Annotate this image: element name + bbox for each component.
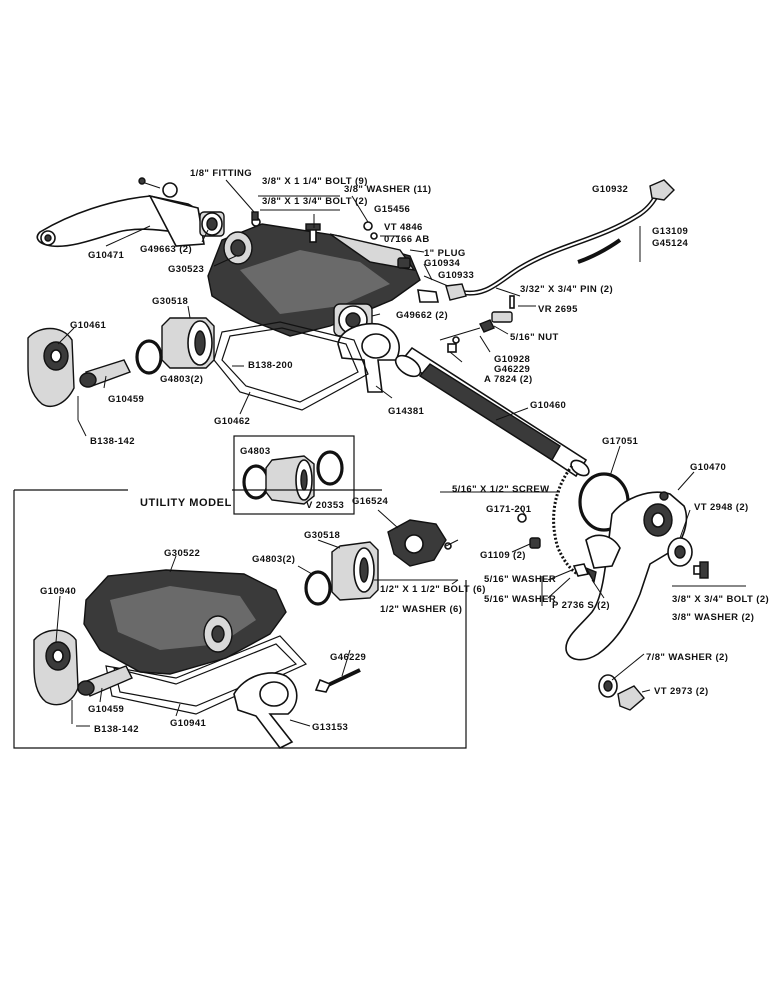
gasket-g10462 — [213, 321, 369, 411]
label-vt4846: VT 4846 — [384, 222, 423, 233]
label-g45124: G45124 — [652, 238, 689, 249]
bolt-part — [305, 223, 321, 243]
label-g4803-box: G4803 — [240, 446, 271, 457]
label-g49662: G49662 (2) — [396, 310, 448, 321]
lift-arm-g10461 — [27, 327, 75, 407]
arm-g14381 — [337, 322, 400, 393]
housing-g30522 — [83, 569, 287, 675]
label-washer-6: 1/2" WASHER (6) — [380, 604, 462, 615]
pin-g10459-bottom — [71, 665, 133, 724]
pin-vr2695-group — [439, 295, 515, 344]
label-g10470: G10470 — [690, 462, 726, 473]
washer-vt2973 — [598, 674, 645, 711]
leader-lines — [55, 179, 746, 727]
pin-g10459-top — [77, 359, 131, 437]
label-vt2973: VT 2973 (2) — [654, 686, 709, 697]
label-g13109: G13109 — [652, 226, 688, 237]
tube-g13109 — [459, 179, 675, 296]
label-g17051: G17051 — [602, 436, 639, 447]
label-bolt-6: 1/2" X 1 1/2" BOLT (6) — [380, 584, 486, 595]
label-pin-2: 3/32" X 3/4" PIN (2) — [520, 284, 613, 295]
label-g10941: G10941 — [170, 718, 207, 729]
label-g10459-bot: G10459 — [88, 704, 124, 715]
label-vt2948: VT 2948 (2) — [694, 502, 749, 513]
bushing-g30518-top — [161, 317, 215, 369]
oring-g4803-top — [135, 339, 163, 375]
label-g1109: G1109 (2) — [480, 550, 526, 561]
label-p2736s: P 2736 S (2) — [552, 600, 610, 611]
utility-model-title: UTILITY MODEL — [140, 497, 232, 509]
label-g30522: G30522 — [164, 548, 200, 559]
lift-arm-g10471 — [36, 177, 205, 248]
label-washer-11: 3/8" WASHER (11) — [344, 184, 431, 195]
bushing-g30518-mid — [331, 541, 379, 601]
label-nut: 5/16" NUT — [510, 332, 559, 343]
fitting-g10934 — [417, 283, 467, 303]
label-g4803-2-top: G4803(2) — [160, 374, 203, 385]
label-g171-201: G171-201 — [486, 504, 532, 515]
rod-g46229 — [314, 668, 361, 693]
label-v20353: V 20353 — [306, 500, 344, 511]
label-washer-516-b: 5/16" WASHER — [484, 594, 556, 605]
label-b138-142-top: B138-142 — [90, 436, 135, 447]
label-g10459-top: G10459 — [108, 394, 144, 405]
label-washer-78-2: 7/8" WASHER (2) — [646, 652, 728, 663]
label-g30518-mid: G30518 — [304, 530, 340, 541]
label-g13153: G13153 — [312, 722, 348, 733]
label-washer-38-2: 3/8" WASHER (2) — [672, 612, 754, 623]
label-g16524: G16524 — [352, 496, 389, 507]
label-g10462: G10462 — [214, 416, 250, 427]
label-g10471: G10471 — [88, 250, 125, 261]
label-a7824: A 7824 (2) — [484, 374, 533, 385]
label-g10934: G10934 — [424, 258, 461, 269]
part-g1109 — [517, 513, 597, 584]
label-g10461: G10461 — [70, 320, 107, 331]
oring-g4803-mid — [304, 570, 332, 606]
label-g4803-2-mid: G4803(2) — [252, 554, 295, 565]
label-g46229-bot: G46229 — [330, 652, 366, 663]
bolt-part-right — [693, 561, 709, 579]
utility-model-box — [13, 489, 467, 749]
label-screw: 5/16" X 1/2" SCREW — [452, 484, 550, 495]
chain-g171-201 — [552, 465, 581, 578]
label-bolt-2a: 3/8" X 1 3/4" BOLT (2) — [262, 196, 368, 207]
arm-g13153 — [233, 672, 298, 750]
part-a7824 — [447, 343, 463, 363]
bushing-g49663 — [199, 211, 225, 237]
arm-g10470 — [565, 491, 688, 661]
label-g15456: G15456 — [374, 204, 410, 215]
label-vr2695: VR 2695 — [538, 304, 578, 315]
fitting-part — [251, 211, 259, 221]
label-fitting: 1/8" FITTING — [190, 168, 252, 179]
cover-g16524 — [387, 519, 459, 567]
label-g14381: G14381 — [388, 406, 425, 417]
label-g10933: G10933 — [438, 270, 474, 281]
label-g10460: G10460 — [530, 400, 566, 411]
label-b138-200: B138-200 — [248, 360, 293, 371]
washer-vt2948 — [667, 537, 693, 567]
label-g49663: G49663 (2) — [140, 244, 192, 255]
label-g10932: G10932 — [592, 184, 628, 195]
shaft-g10460 — [394, 346, 590, 478]
label-g30523: G30523 — [168, 264, 204, 275]
washer-vt4846-part — [363, 221, 378, 240]
label-bolt-2b: 3/8" X 3/4" BOLT (2) — [672, 594, 769, 605]
label-plug: 1" PLUG — [424, 248, 466, 259]
label-washer-516-a: 5/16" WASHER — [484, 574, 556, 585]
label-o7166ab: 07166 AB — [384, 234, 430, 245]
label-g46229-top: G46229 — [494, 364, 530, 375]
labels: 1/8" FITTING 3/8" X 1 1/4" BOLT (9) 3/8"… — [40, 168, 769, 735]
label-b138-142-bot: B138-142 — [94, 724, 139, 735]
label-g10928: G10928 — [494, 354, 530, 365]
label-bolt-9: 3/8" X 1 1/4" BOLT (9) — [262, 176, 368, 187]
inset-box-oring — [233, 435, 355, 515]
gasket-g10941 — [105, 635, 308, 715]
label-g30518-top: G30518 — [152, 296, 188, 307]
label-g10940: G10940 — [40, 586, 76, 597]
plug-part — [397, 257, 411, 269]
